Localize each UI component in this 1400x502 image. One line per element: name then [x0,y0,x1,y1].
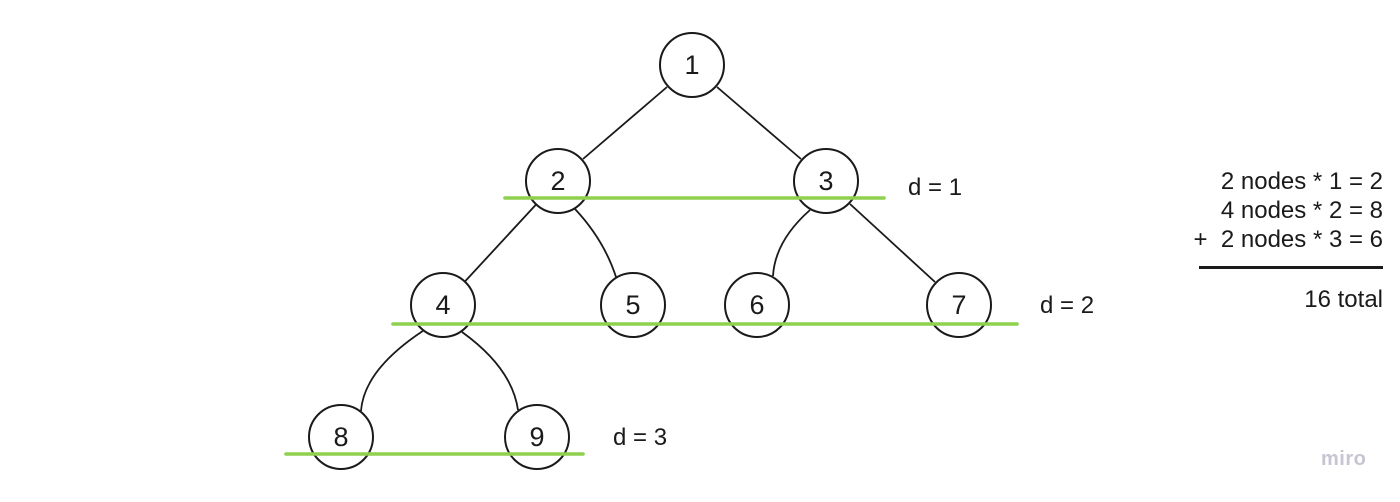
tree-node-3[interactable]: 3 [793,148,859,214]
edge-2-5[interactable] [574,208,617,278]
depth-label-1[interactable]: d = 1 [908,174,963,201]
calc-total: 16 total [1304,286,1383,313]
depth-sum-calculation[interactable]: 2 nodes * 1 = 2 4 nodes * 2 = 8 + 2 node… [1194,167,1383,314]
tree-node-2[interactable]: 2 [525,148,591,214]
tree-node-9[interactable]: 9 [504,404,570,470]
depth-label-3[interactable]: d = 3 [613,424,668,451]
edge-1-3[interactable] [716,86,802,160]
tree-node-5[interactable]: 5 [600,272,666,338]
sum-divider-line [1199,266,1383,269]
depth-label-2[interactable]: d = 2 [1040,292,1095,319]
edge-2-4[interactable] [464,204,537,282]
tree-node-8[interactable]: 8 [308,404,374,470]
edge-3-7[interactable] [849,203,936,283]
tree-node-4[interactable]: 4 [410,272,476,338]
calc-row-depth-1: 2 nodes * 1 = 2 [1220,168,1383,195]
edge-4-8[interactable] [360,330,424,412]
tree-node-1[interactable]: 1 [659,32,725,98]
tree-node-7[interactable]: 7 [926,272,992,338]
tree-node-6[interactable]: 6 [724,272,790,338]
miro-logo: miro [1321,448,1367,470]
edge-1-2[interactable] [582,86,668,160]
calc-row-depth-3: + 2 nodes * 3 = 6 [1193,226,1383,253]
edge-3-6[interactable] [772,209,811,277]
calc-row-depth-2: 4 nodes * 2 = 8 [1220,197,1383,224]
edge-4-9[interactable] [461,331,519,411]
